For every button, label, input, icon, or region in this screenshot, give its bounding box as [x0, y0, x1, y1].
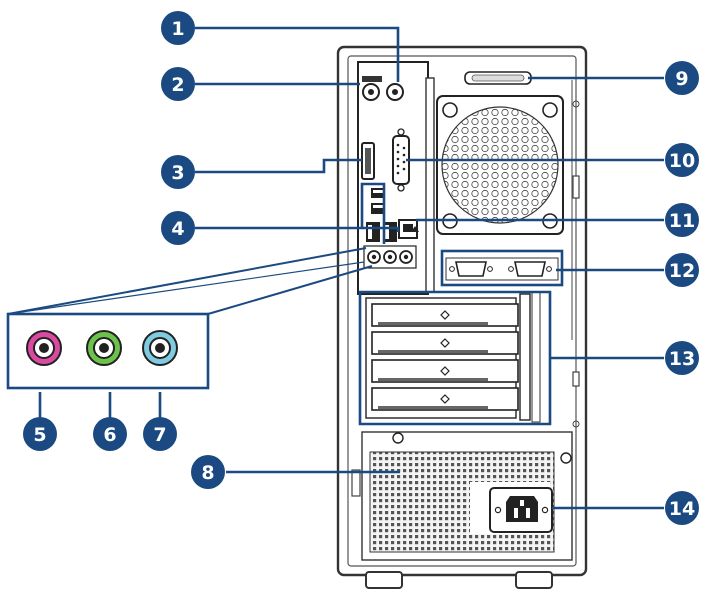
callout-badge-circle [665, 253, 699, 287]
lan-port-icon [398, 219, 419, 239]
callout-9: 9 [665, 61, 699, 95]
callout-number: 6 [103, 424, 116, 446]
ps2-port-icon [362, 76, 404, 101]
inset-audio-jacks [26, 330, 178, 366]
power-connector-icon [489, 487, 553, 533]
callout-badge-circle [191, 455, 225, 489]
audio-inset-panel [6, 247, 373, 390]
callout-number: 9 [675, 68, 688, 90]
callout-number: 3 [171, 162, 184, 184]
callout-badge-circle [161, 11, 195, 45]
callout-badge-circle [23, 417, 57, 451]
callout-badge-circle [665, 203, 699, 237]
callout-number: 8 [201, 462, 214, 484]
callout-number: 7 [153, 424, 166, 446]
callout-badge-circle [161, 155, 195, 189]
callout-badge-circle [93, 417, 127, 451]
serial-port-icon [445, 257, 559, 281]
hdmi-port-icon [361, 142, 375, 180]
callout-6: 6 [93, 417, 127, 451]
callout-5: 5 [23, 417, 57, 451]
callout-badge-circle [665, 61, 699, 95]
callout-badge-circle [161, 211, 195, 245]
callout-11: 11 [665, 203, 699, 237]
fan-grille-icon [436, 71, 564, 235]
audio-jack-icon [363, 245, 417, 269]
callout-number: 10 [669, 150, 695, 172]
callout-number: 5 [33, 424, 46, 446]
callout-number: 11 [669, 210, 695, 232]
callout-13: 13 [665, 341, 699, 375]
callout-3: 3 [161, 155, 195, 189]
psu-grille [361, 431, 573, 561]
callout-badge-circle [665, 491, 699, 525]
callout-10: 10 [665, 143, 699, 177]
callout-14: 14 [665, 491, 699, 525]
audio-jack-icon [26, 330, 62, 366]
callout-12: 12 [665, 253, 699, 287]
callout-badge-circle [143, 417, 177, 451]
callout-number: 13 [669, 348, 695, 370]
callout-1: 1 [161, 11, 195, 45]
leader-lines [38, 26, 664, 510]
audio-jack-icon [86, 330, 122, 366]
callout-badge-circle [665, 143, 699, 177]
callout-7: 7 [143, 417, 177, 451]
callout-badge-circle [665, 341, 699, 375]
callout-number: 2 [171, 74, 184, 96]
callout-8: 8 [191, 455, 225, 489]
callout-badge-circle [161, 67, 195, 101]
expansion-slot-icon [365, 291, 541, 423]
audio-jack-icon [142, 330, 178, 366]
callout-number: 12 [669, 260, 695, 282]
callout-number: 1 [171, 18, 184, 40]
callout-number: 4 [171, 218, 184, 240]
callout-2: 2 [161, 67, 195, 101]
callout-number: 14 [669, 498, 695, 520]
callout-4: 4 [161, 211, 195, 245]
